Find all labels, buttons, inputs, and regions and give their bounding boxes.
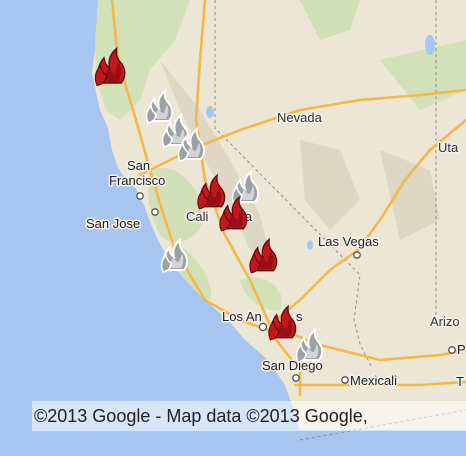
city-dot-phoenix [448, 346, 456, 354]
label-las-vegas: Las Vegas [318, 234, 379, 249]
city-dot-san-jose [151, 208, 159, 216]
city-dots [136, 192, 456, 384]
map-attribution: ©2013 Google - Map data ©2013 Google, [32, 401, 466, 431]
bay [123, 178, 140, 201]
terrain [160, 60, 440, 255]
city-dot-mexicali [341, 376, 349, 384]
place-labels: Nevada Uta San Francisco San Jose Cali i… [85, 109, 466, 391]
label-mexicali: Mexicali [350, 373, 397, 388]
label-arizona: Arizo [430, 314, 460, 329]
label-san-jose: San Jose [86, 216, 140, 231]
label-los-angeles-tail: s [296, 309, 303, 324]
label-nevada: Nevada [277, 110, 323, 125]
city-dot-los-angeles [258, 322, 268, 332]
label-t: T [456, 374, 464, 389]
label-san: San [127, 158, 150, 173]
label-utah: Uta [438, 140, 459, 155]
lakes [206, 35, 435, 250]
label-francisco: Francisco [109, 173, 165, 188]
city-dot-las-vegas [353, 251, 361, 259]
label-california: Cali [186, 209, 209, 224]
label-los-angeles: Los An [222, 309, 262, 324]
city-dot-san-francisco [136, 192, 144, 200]
label-phoenix: P [457, 342, 466, 357]
city-dot-san-diego [292, 374, 300, 382]
